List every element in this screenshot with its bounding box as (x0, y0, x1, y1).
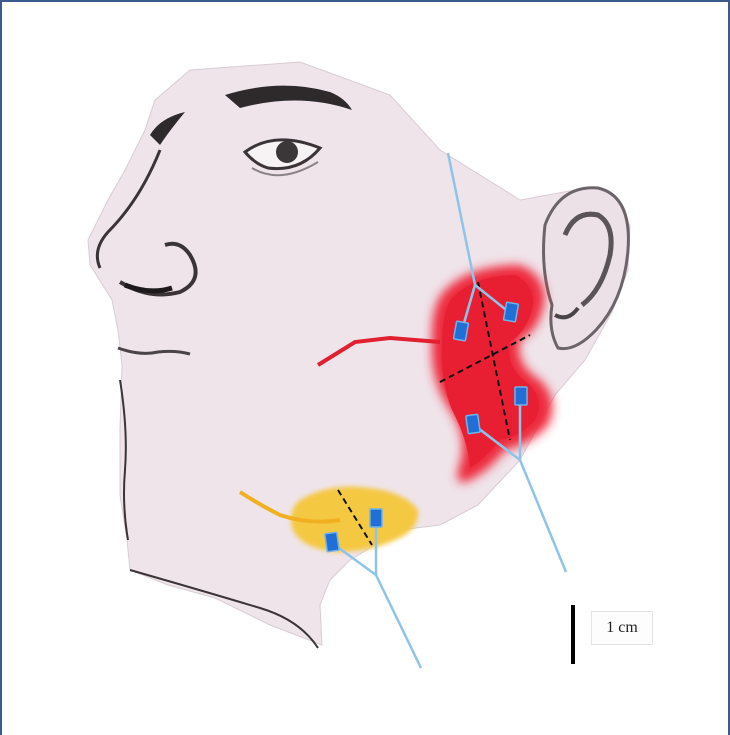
scale-bar (571, 605, 575, 664)
electrode-2 (504, 302, 519, 322)
ear (544, 188, 629, 349)
electrode-1 (454, 321, 469, 341)
wire-sub-main (376, 575, 421, 668)
electrode-3 (466, 414, 480, 433)
head-silhouette (88, 62, 630, 645)
electrode-5 (325, 532, 339, 551)
electrode-6 (370, 509, 382, 527)
iris (276, 141, 298, 163)
electrode-4 (515, 387, 527, 405)
scale-label: 1 cm (591, 611, 653, 645)
wire-lower-main (520, 460, 566, 572)
